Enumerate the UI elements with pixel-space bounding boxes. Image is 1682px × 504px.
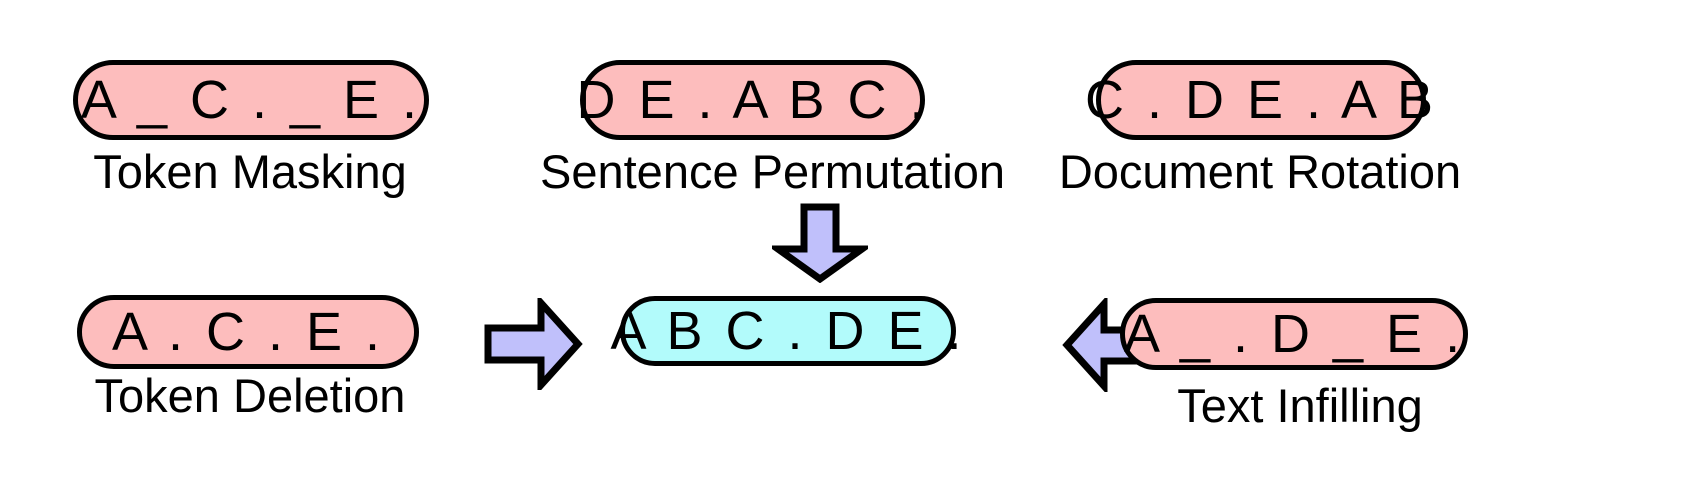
noise-pill-text-infilling: A _ . D _ E . — [1120, 298, 1468, 370]
caption-text-infilling: Text Infilling — [1177, 379, 1423, 432]
arrow-down-icon — [772, 203, 868, 283]
caption-sentence-permutation: Sentence Permutation — [540, 145, 1006, 198]
caption-token-masking: Token Masking — [93, 145, 407, 198]
output-pill-original-document: A B C . D E . — [610, 296, 962, 366]
caption-token-deletion: Token Deletion — [94, 369, 406, 422]
noise-pill-document-rotation: C . D E . A B — [1085, 60, 1433, 140]
noise-pill-sentence-permutation: D E . A B C . — [576, 60, 925, 140]
caption-document-rotation: Document Rotation — [1058, 145, 1462, 198]
noise-pill-token-deletion: A . C . E . — [77, 295, 419, 369]
arrow-right-icon — [483, 298, 583, 390]
noise-pill-token-masking: A _ C . _ E . — [73, 60, 429, 140]
